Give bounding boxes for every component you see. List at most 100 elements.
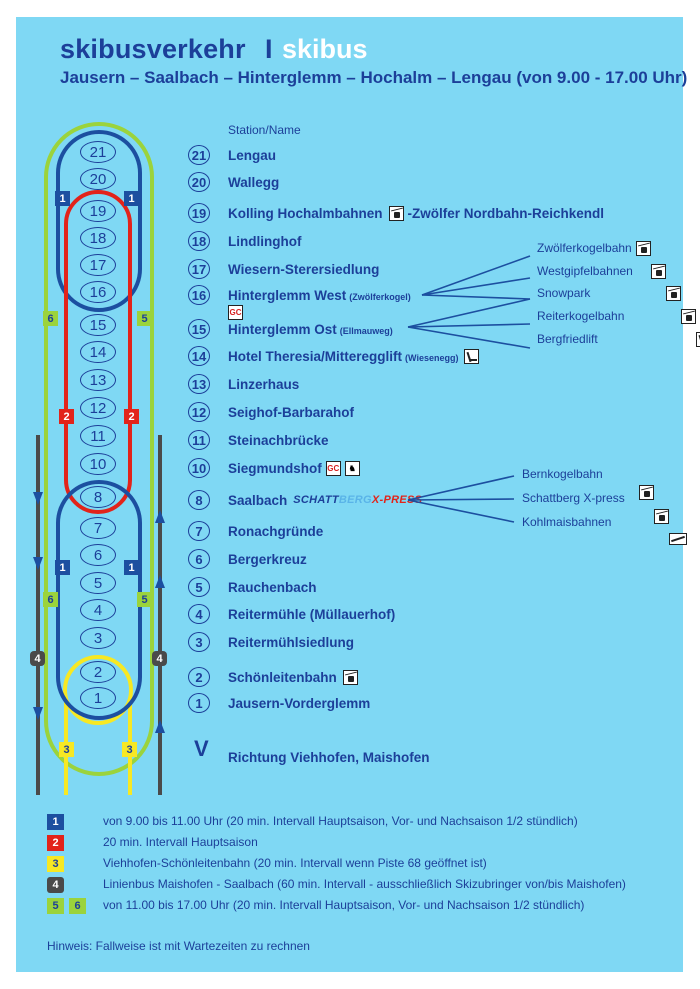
badge-route-6: 6 xyxy=(43,311,58,326)
gondola-icon xyxy=(681,309,696,325)
station-name: Hinterglemm Ost(Ellmauweg) xyxy=(228,321,393,337)
station-row: 13 Linzerhaus xyxy=(188,372,299,396)
diagram-station-circle: 3 xyxy=(80,627,116,649)
diagram-station-circle: 10 xyxy=(80,453,116,475)
station-number: 8 xyxy=(188,490,210,510)
diagram-station-circle: 6 xyxy=(80,544,116,566)
station-number: 14 xyxy=(188,346,210,366)
station-number: 13 xyxy=(188,374,210,394)
draglift-icon xyxy=(464,348,480,364)
station-row: 2 Schönleitenbahn xyxy=(188,665,358,689)
station-suffix: -Zwölfer Nordbahn-Reichkendl xyxy=(407,205,605,221)
direction-text: Richtung Viehhofen, Maishofen xyxy=(228,750,430,765)
funicular-icon xyxy=(669,533,687,545)
station-name: Reitermühlsiedlung xyxy=(228,634,355,650)
station-note: (Zwölferkogel) xyxy=(349,291,411,302)
hint-text: Hinweis: Fallweise ist mit Wartezeiten z… xyxy=(47,939,310,953)
station-row: 5 Rauchenbach xyxy=(188,575,317,599)
station-row: 3 Reitermühlsiedlung xyxy=(188,630,354,654)
diagram-station-circle: 12 xyxy=(80,397,116,419)
station-number: 20 xyxy=(188,172,210,192)
logo-part: X-PRESS xyxy=(371,494,423,506)
diagram-station-circle: 7 xyxy=(80,517,116,539)
diagram-station-circle: 1 xyxy=(80,687,116,709)
diagram-station-circle: 14 xyxy=(80,341,116,363)
station-name: Hotel Theresia/Mitteregglift(Wiesenegg) xyxy=(228,348,459,364)
gondola-icon xyxy=(342,669,358,685)
diagram-station-circle: 19 xyxy=(80,200,116,222)
lift-name: Bergfriedlift xyxy=(537,332,598,346)
lift-name: Bernkogelbahn xyxy=(522,467,603,481)
direction-arrow-icon: V xyxy=(194,736,209,761)
title-main: skibusverkehr xyxy=(60,34,246,64)
badge-route-2: 2 xyxy=(59,409,74,424)
station-number: 7 xyxy=(188,521,210,541)
legend-text: von 9.00 bis 11.00 Uhr (20 min. Interval… xyxy=(103,814,578,828)
legend-text: Linienbus Maishofen - Saalbach (60 min. … xyxy=(103,877,626,891)
route-5-6-loop xyxy=(44,122,154,776)
diagram-station-circle: 11 xyxy=(80,425,116,447)
legend-badge-route-1: 1 xyxy=(47,814,64,830)
station-row: 20 Wallegg xyxy=(188,170,279,194)
route-line: Jausern – Saalbach – Hinterglemm – Hocha… xyxy=(60,68,688,87)
badge-route-1: 1 xyxy=(124,191,139,206)
badge-route-1: 1 xyxy=(55,560,70,575)
gondola-icon xyxy=(651,264,666,280)
station-name: Wiesern-Sterersiedlung xyxy=(228,261,380,277)
station-number: 16 xyxy=(188,285,210,305)
diagram-station-circle: 18 xyxy=(80,227,116,249)
station-number: 15 xyxy=(188,319,210,339)
station-name: Schönleitenbahn xyxy=(228,669,337,685)
station-name: Ronachgründe xyxy=(228,523,324,539)
station-name: Kolling Hochalmbahnen xyxy=(228,205,383,221)
badge-route-5: 5 xyxy=(137,592,152,607)
diagram-station-circle: 15 xyxy=(80,314,116,336)
legend-text: 20 min. Intervall Hauptsaison xyxy=(103,835,258,849)
schattberg-logo: SCHATTBERGX-PRESS xyxy=(293,494,422,506)
station-number: 6 xyxy=(188,549,210,569)
station-number: 4 xyxy=(188,604,210,624)
station-note: (Ellmauweg) xyxy=(339,325,393,336)
badge-route-3: 3 xyxy=(59,742,74,757)
station-number: 19 xyxy=(188,203,210,223)
station-name: Rauchenbach xyxy=(228,579,317,595)
station-note: (Wiesenegg) xyxy=(405,352,459,363)
diagram-station-circle: 16 xyxy=(80,281,116,303)
badge-route-5: 5 xyxy=(137,311,152,326)
station-number: 10 xyxy=(188,458,210,478)
legend-badge-route-6: 6 xyxy=(69,898,86,914)
gc-icon: GC xyxy=(325,460,341,476)
bus-stop-icon: ♞ xyxy=(344,460,360,476)
station-row: 14 Hotel Theresia/Mitteregglift(Wiesenegg… xyxy=(188,344,480,368)
badge-route-4: 4 xyxy=(30,651,45,666)
badge-route-1: 1 xyxy=(124,560,139,575)
station-number: 11 xyxy=(188,430,210,450)
station-list-header: Station/Name xyxy=(228,123,301,137)
station-name: Wallegg xyxy=(228,174,280,190)
station-number: 3 xyxy=(188,632,210,652)
diagram-station-circle: 4 xyxy=(80,599,116,621)
station-number: 2 xyxy=(188,667,210,687)
legend-badge-route-4: 4 xyxy=(47,877,64,893)
badge-route-6: 6 xyxy=(43,592,58,607)
station-row: 19 Kolling Hochalmbahnen -Zwölfer Nordbahn… xyxy=(188,201,604,225)
gondola-icon xyxy=(388,205,404,221)
legend-text: von 11.00 bis 17.00 Uhr (20 min. Interva… xyxy=(103,898,585,912)
lift-name: Kohlmaisbahnen xyxy=(522,515,612,529)
legend-badge-route-2: 2 xyxy=(47,835,64,851)
station-row: 15 Hinterglemm Ost(Ellmauweg) xyxy=(188,317,393,341)
station-number: 5 xyxy=(188,577,210,597)
diagram-station-circle: 2 xyxy=(80,661,116,683)
station-name: Linzerhaus xyxy=(228,376,300,392)
gondola-icon xyxy=(654,509,669,525)
title-sub: skibus xyxy=(282,34,368,64)
gondola-icon xyxy=(666,286,681,302)
